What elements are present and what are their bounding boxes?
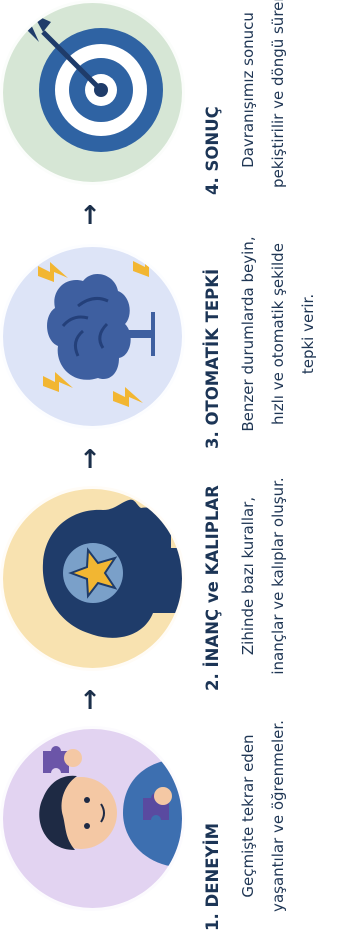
step-title: 1. DENEYİM [203,822,222,931]
step-4-circle [0,0,185,185]
step-3-circle [0,244,185,429]
step-description: Zihinde bazı kurallar, inançlar ve kalıp… [239,477,287,675]
step-result: 4. SONUÇ Davranışımız sonucu pekiştirili… [0,0,337,195]
head-star-icon [42,499,185,638]
arrow-icon: ↑ [79,201,101,231]
arrow-icon: ↑ [79,686,101,716]
step-title: 4. SONUÇ [203,106,222,195]
step-automatic-reaction: 3. OTOMATİK TEPKİ Benzer durumlarda beyi… [0,199,337,449]
step-1-circle [0,726,185,911]
step-title: 3. OTOMATİK TEPKİ [203,268,222,449]
step-experience: 1. DENEYİM Geçmişte tekrar eden yaşantıl… [0,681,337,931]
step-description: Benzer durumlarda beyin, hızlı ve otomat… [239,236,317,432]
step-description: Davranışımız sonucu pekiştirilir ve döng… [239,0,287,188]
step-title: 2. İNANÇ ve KALIPLAR [203,485,222,691]
brain-lightning-icon [38,257,163,407]
arrow-icon: ↑ [79,445,101,475]
step-description: Geçmişte tekrar eden yaşantılar ve öğren… [239,720,287,912]
step-beliefs: 2. İNANÇ ve KALIPLAR Zihinde bazı kurall… [0,441,337,691]
target-arrow-icon [23,14,163,152]
child-puzzle-icon [39,746,185,868]
step-2-circle [0,486,185,671]
